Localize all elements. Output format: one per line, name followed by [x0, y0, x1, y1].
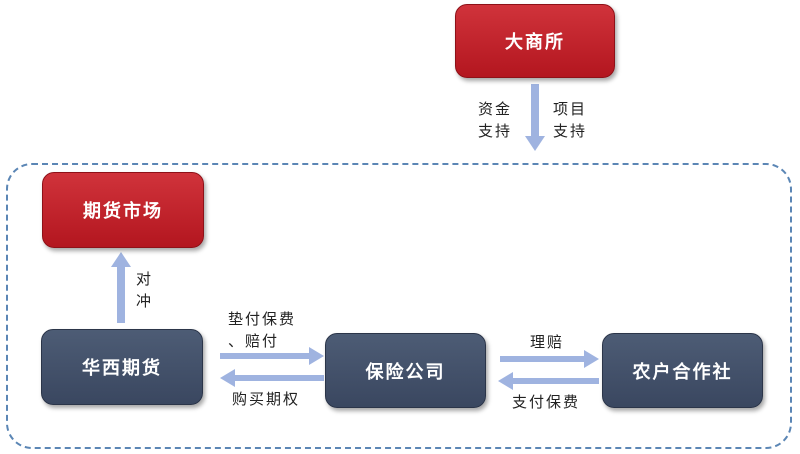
label-advance-line2: 、赔付: [228, 332, 280, 350]
label-funding-support: 资金 支持: [478, 98, 512, 142]
label-funding-line2: 支持: [478, 122, 513, 140]
arrow-premium-left: [498, 372, 599, 390]
arrow-hedge-up: [111, 252, 131, 323]
label-pay-premium: 支付保费: [512, 391, 580, 413]
node-insurance-company: 保险公司: [325, 333, 486, 408]
label-claims: 理赔: [530, 331, 564, 353]
node-huaxi-futures: 华西期货: [41, 329, 203, 405]
node-dalian-label: 大商所: [505, 32, 565, 53]
arrow-dalian-down: [525, 84, 545, 151]
label-project-line1: 项目: [553, 100, 588, 118]
label-buy-options: 购买期权: [232, 388, 300, 410]
node-farmer-cooperative: 农户合作社: [602, 333, 763, 408]
label-hedge-line2: 冲: [136, 292, 154, 310]
label-pay-premium-text: 支付保费: [512, 393, 581, 411]
label-buy-options-text: 购买期权: [232, 390, 301, 408]
cooperation-boundary: [6, 163, 792, 449]
arrow-claims-right: [500, 350, 599, 368]
node-insurance-label: 保险公司: [365, 361, 446, 383]
node-coop-label: 农户合作社: [632, 361, 733, 383]
node-futures-market: 期货市场: [42, 172, 204, 248]
label-project-line2: 支持: [553, 122, 588, 140]
label-claims-text: 理赔: [530, 333, 565, 351]
label-advance-payment: 垫付保费 、赔付: [228, 308, 296, 352]
label-advance-line1: 垫付保费: [228, 310, 297, 328]
node-huaxi-label: 华西期货: [82, 358, 162, 379]
node-futures-market-label: 期货市场: [83, 201, 163, 222]
node-dalian-exchange: 大商所: [455, 4, 615, 78]
label-funding-line1: 资金: [478, 100, 513, 118]
label-hedge-line1: 对: [136, 270, 154, 288]
label-hedge: 对 冲: [136, 268, 153, 312]
arrow-buy-left: [220, 369, 324, 387]
label-project-support: 项目 支持: [553, 98, 587, 142]
arrow-advance-right: [220, 347, 324, 365]
